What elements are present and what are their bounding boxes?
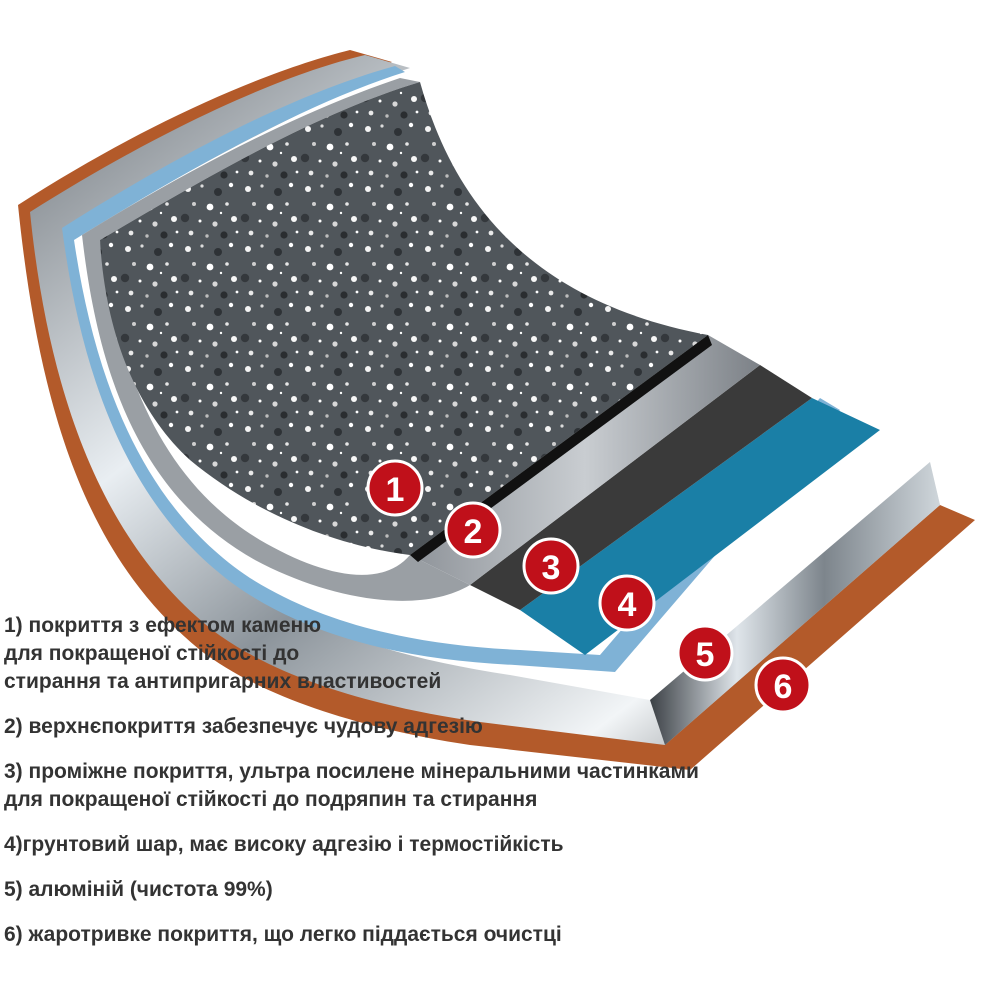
legend-line: 5) алюміній (чистота 99%) [4,878,273,901]
badge-4-label: 4 [618,586,637,624]
badge-4: 4 [598,574,656,632]
badge-2: 2 [444,501,502,559]
legend-line: для покращеної стійкості до подряпин та … [4,788,538,811]
badge-2-label: 2 [464,513,483,551]
legend-line: стирання та антипригарних властивостей [4,670,442,693]
legend-item-1: 1) покриття з ефектом каменю для покраще… [4,612,704,696]
badge-3: 3 [522,537,580,595]
legend-line: 2) верхнєпокриття забезпечує чудову адге… [4,715,483,738]
badge-5: 5 [676,624,734,682]
legend-line: 4)грунтовий шар, має високу адгезію і те… [4,833,564,856]
legend-line: 3) проміжне покриття, ультра посилене мі… [4,760,699,783]
legend-item-2: 2) верхнєпокриття забезпечує чудову адге… [4,713,704,741]
legend-line: 1) покриття з ефектом каменю [4,614,322,637]
badge-6: 6 [754,656,812,714]
badge-3-label: 3 [542,549,561,587]
legend-item-3: 3) проміжне покриття, ультра посилене мі… [4,758,704,814]
badge-6-label: 6 [774,668,793,706]
legend-item-5: 5) алюміній (чистота 99%) [4,876,704,904]
legend-item-6: 6) жаротривке покриття, що легко піддаєт… [4,921,704,949]
legend-line: 6) жаротривке покриття, що легко піддаєт… [4,923,562,946]
layer-1-stone-coating [100,82,708,555]
inner-wall-coating [82,78,470,601]
legend-item-4: 4)грунтовий шар, має високу адгезію і те… [4,831,704,859]
badge-1: 1 [366,459,424,517]
layer-legend: 1) покриття з ефектом каменю для покраще… [4,612,704,966]
legend-line: для покращеної стійкості до [4,642,300,665]
badge-1-label: 1 [386,471,405,509]
badge-5-label: 5 [696,636,715,674]
